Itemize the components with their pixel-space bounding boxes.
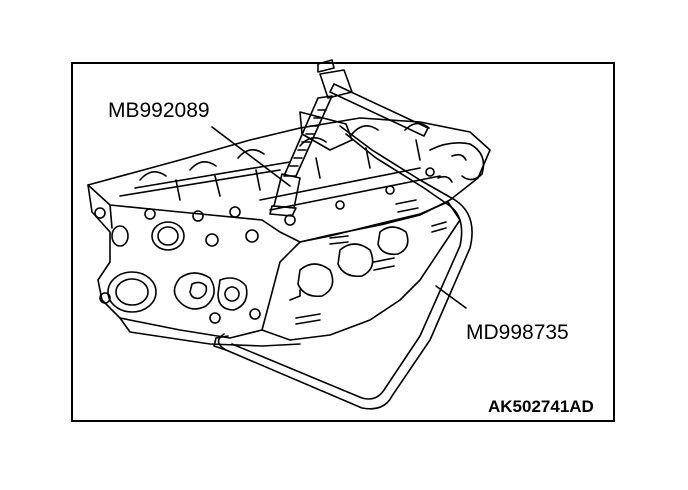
leader-line-mb992089 xyxy=(211,126,291,187)
callout-md998735: MD998735 xyxy=(466,321,569,344)
cylinder-head xyxy=(87,117,491,347)
figure-code: AK502741AD xyxy=(488,397,594,416)
valve-spring-compressor xyxy=(269,59,429,217)
callout-mb992089: MB992089 xyxy=(108,99,210,122)
leader-line-md998735 xyxy=(435,285,467,309)
compressor-frame xyxy=(213,125,473,410)
